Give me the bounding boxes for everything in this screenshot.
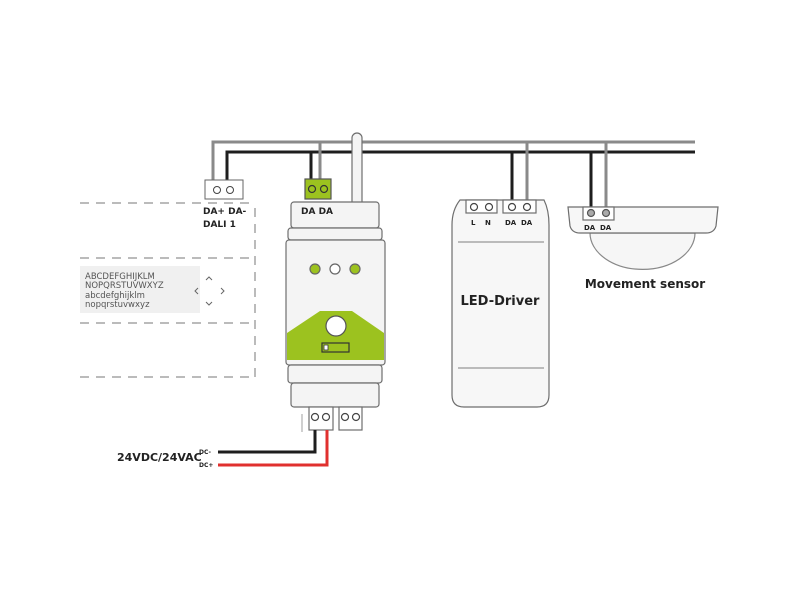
chevron-left-icon xyxy=(194,287,199,295)
movement-sensor-title: Movement sensor xyxy=(585,277,705,291)
led-driver xyxy=(451,199,550,408)
sensor-terminal-label: DA xyxy=(584,224,596,232)
status-led-1 xyxy=(309,263,321,275)
chevron-up-icon xyxy=(205,276,213,281)
dali1-terminal xyxy=(204,179,244,200)
dc-plus-label: DC+ xyxy=(199,462,213,469)
gateway-terminal-label: DA DA xyxy=(301,207,333,217)
driver-terminal-label: L xyxy=(471,219,476,227)
driver-terminal-label: DA xyxy=(505,219,517,227)
font-sample-line: NOPQRSTUVWXYZ xyxy=(85,281,164,291)
sensor-terminal-label: DA xyxy=(600,224,612,232)
driver-terminal-label: DA xyxy=(521,219,533,227)
dc-minus-wire xyxy=(218,430,317,454)
antenna-icon xyxy=(351,132,363,209)
power-label: 24VDC/24VAC xyxy=(117,451,202,464)
font-sample-line: ABCDEFGHIJKLM xyxy=(85,272,155,282)
dc-plus-wire xyxy=(218,430,329,467)
green-terminal xyxy=(304,178,332,200)
dali1-pins-label: DA+ DA- xyxy=(203,207,247,217)
led-driver-title: LED-Driver xyxy=(461,294,541,309)
chevron-down-icon xyxy=(205,301,213,306)
font-sample-line: abcdefghijklm xyxy=(85,291,145,301)
status-led-3 xyxy=(349,263,361,275)
switch-icon xyxy=(321,342,350,353)
dc-minus-label: DC- xyxy=(199,449,212,456)
font-sample-box xyxy=(80,266,200,313)
dali1-name-label: DALI 1 xyxy=(203,220,236,230)
font-sample-line: nopqrstuvwxyz xyxy=(85,300,150,310)
bus-wire-gray xyxy=(211,140,695,181)
driver-terminal-label: N xyxy=(485,219,491,227)
bus-wire-black xyxy=(225,150,695,181)
gateway-device xyxy=(285,132,386,432)
placeholder-area xyxy=(80,202,256,378)
status-led-2 xyxy=(329,263,341,275)
chevron-right-icon xyxy=(220,287,225,295)
aux-terminal xyxy=(338,406,363,431)
movement-sensor xyxy=(567,206,719,270)
button-icon xyxy=(325,315,347,337)
power-terminal xyxy=(308,406,334,431)
dali-bus xyxy=(211,140,695,209)
